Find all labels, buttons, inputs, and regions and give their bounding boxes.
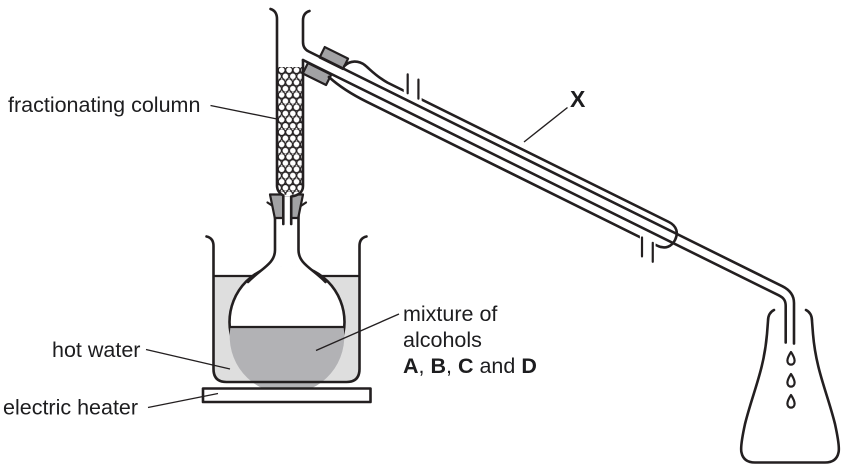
leader-fractionating-column	[210, 104, 278, 120]
condenser-water-port-bottom	[640, 236, 654, 263]
electric-heater-label: electric heater	[3, 396, 138, 420]
mixture-part-d: D	[521, 354, 537, 378]
mixture-part-sep2: ,	[446, 354, 458, 378]
mixture-label-line3: A, B, C and D	[403, 354, 537, 378]
column-tube-through-stopper	[283, 196, 292, 224]
drop-icon	[786, 350, 796, 366]
mixture-part-c: C	[458, 354, 474, 378]
inner-tube-lower	[301, 58, 787, 344]
mixture-label: mixture of alcohols A, B, C and D	[403, 302, 537, 378]
column-packing-beads	[278, 67, 302, 195]
leader-x	[523, 106, 568, 143]
mixture-part-b: B	[430, 354, 446, 378]
fractionating-column-label: fractionating column	[8, 93, 200, 117]
mixture-label-line2: alcohols	[403, 328, 482, 352]
mixture-part-sep1: ,	[419, 354, 431, 378]
conical-flask	[739, 308, 841, 464]
electric-heater	[201, 387, 372, 404]
drop-icon	[786, 372, 796, 388]
flask-neck-left	[246, 205, 277, 284]
mixture-label-line1: mixture of	[403, 302, 497, 326]
column-wall-left	[269, 7, 285, 226]
mixture-part-and: and	[474, 354, 522, 378]
condenser-x-label: X	[570, 86, 586, 112]
beaker	[205, 235, 368, 384]
column-top-and-inner-tube-upper	[301, 9, 796, 345]
column-wall-right-lower	[289, 58, 305, 226]
mixture-part-a: A	[403, 354, 419, 378]
alcohol-mixture-liquid	[229, 327, 345, 394]
leader-electric-heater	[147, 392, 219, 409]
condenser-assembly	[301, 45, 679, 265]
drop-icon	[786, 393, 796, 409]
flask-neck-right	[297, 205, 327, 284]
bottom-port-opening	[638, 235, 656, 265]
hot-water-label: hot water	[52, 338, 140, 362]
leader-mixture	[315, 313, 400, 352]
leader-hot-water	[145, 348, 231, 370]
liquid-drops	[786, 350, 796, 409]
condenser-jacket	[327, 60, 679, 249]
flask-neck-mask	[248, 206, 326, 282]
condenser-water-port-top	[406, 73, 420, 100]
